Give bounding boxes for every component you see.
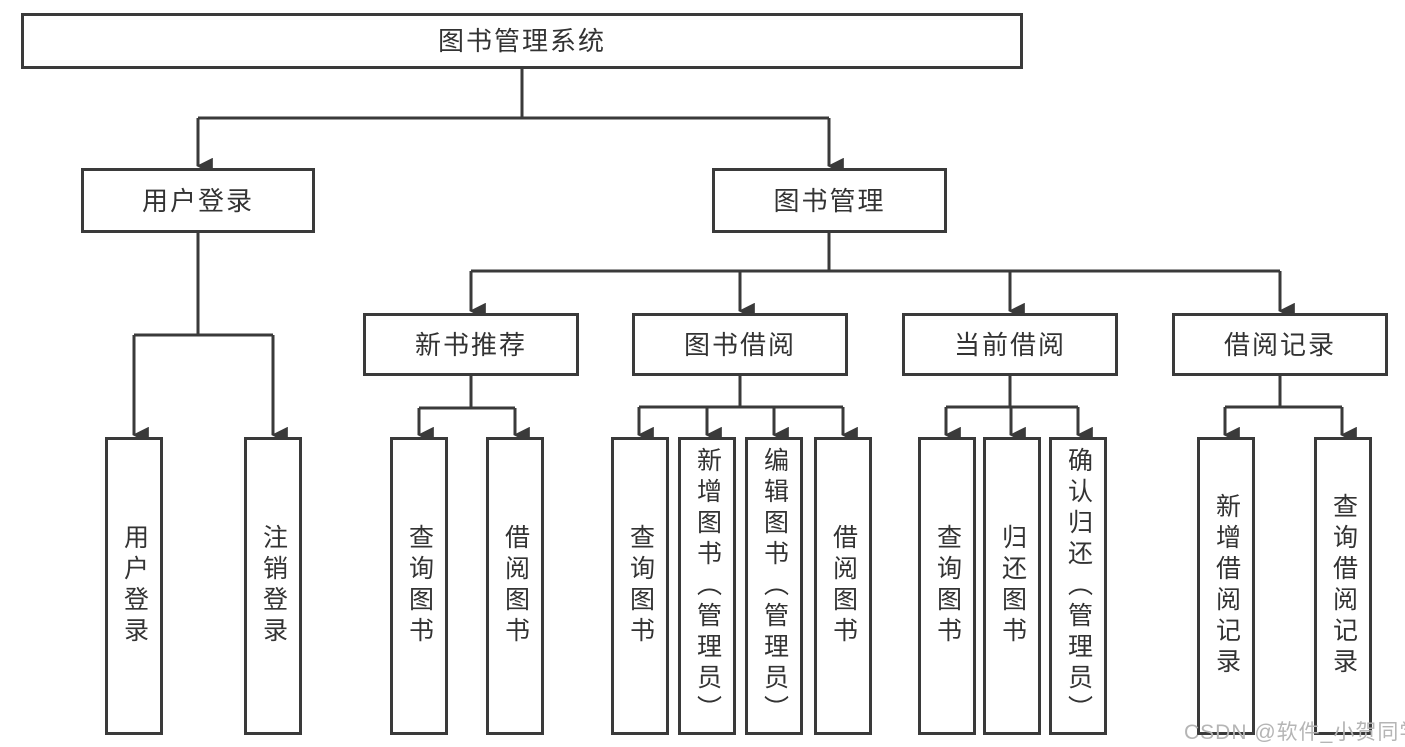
leaf-borrow-query-books-label: 查询图书	[626, 524, 655, 648]
leaf-borrow-add-books-admin: 新增图书（管理员）	[678, 437, 736, 735]
leaf-borrow-borrow-books: 借阅图书	[814, 437, 872, 735]
leaf-borrow-edit-books-admin: 编辑图书（管理员）	[745, 437, 803, 735]
node-root-title: 图书管理系统	[21, 13, 1023, 69]
leaf-current-confirm-return-admin-label: 确认归还（管理员）	[1064, 446, 1093, 726]
leaf-current-confirm-return-admin: 确认归还（管理员）	[1049, 437, 1107, 735]
leaf-borrow-borrow-books-label: 借阅图书	[829, 524, 858, 648]
connector-records-split	[1225, 376, 1342, 409]
leaf-current-return-books: 归还图书	[983, 437, 1041, 735]
leaf-logout: 注销登录	[244, 437, 302, 735]
csdn-watermark: CSDN @软件_小贺同学	[1184, 721, 1405, 744]
node-new-book-recommend: 新书推荐	[363, 313, 579, 376]
leaf-recommend-query-books-label: 查询图书	[405, 524, 434, 648]
leaf-current-query-books-label: 查询图书	[933, 524, 962, 648]
leaf-records-query-record: 查询借阅记录	[1314, 437, 1372, 735]
leaf-recommend-borrow-books: 借阅图书	[486, 437, 544, 735]
leaf-user-login: 用户登录	[105, 437, 163, 735]
node-current-borrow: 当前借阅	[902, 313, 1118, 376]
node-book-management: 图书管理	[712, 168, 947, 233]
leaf-logout-label: 注销登录	[259, 524, 288, 648]
connector-recommend-split	[419, 376, 515, 410]
leaf-borrow-query-books: 查询图书	[611, 437, 669, 735]
leaf-current-query-books: 查询图书	[918, 437, 976, 735]
leaf-records-query-record-label: 查询借阅记录	[1329, 493, 1358, 679]
leaf-user-login-label: 用户登录	[120, 524, 149, 648]
connector-borrow-split	[639, 376, 843, 409]
connector-root-split	[198, 69, 829, 120]
leaf-current-return-books-label: 归还图书	[998, 524, 1027, 648]
node-book-borrow: 图书借阅	[632, 313, 848, 376]
node-borrow-records: 借阅记录	[1172, 313, 1388, 376]
leaf-recommend-query-books: 查询图书	[390, 437, 448, 735]
leaf-recommend-borrow-books-label: 借阅图书	[501, 524, 530, 648]
leaf-borrow-edit-books-admin-label: 编辑图书（管理员）	[760, 446, 789, 726]
leaf-borrow-add-books-admin-label: 新增图书（管理员）	[693, 446, 722, 726]
leaf-records-add-record-label: 新增借阅记录	[1212, 493, 1241, 679]
node-user-login: 用户登录	[81, 168, 315, 233]
connector-user-login-split	[134, 233, 273, 337]
connector-book-management-split	[471, 233, 1280, 273]
connector-current-split	[946, 376, 1078, 409]
leaf-records-add-record: 新增借阅记录	[1197, 437, 1255, 735]
